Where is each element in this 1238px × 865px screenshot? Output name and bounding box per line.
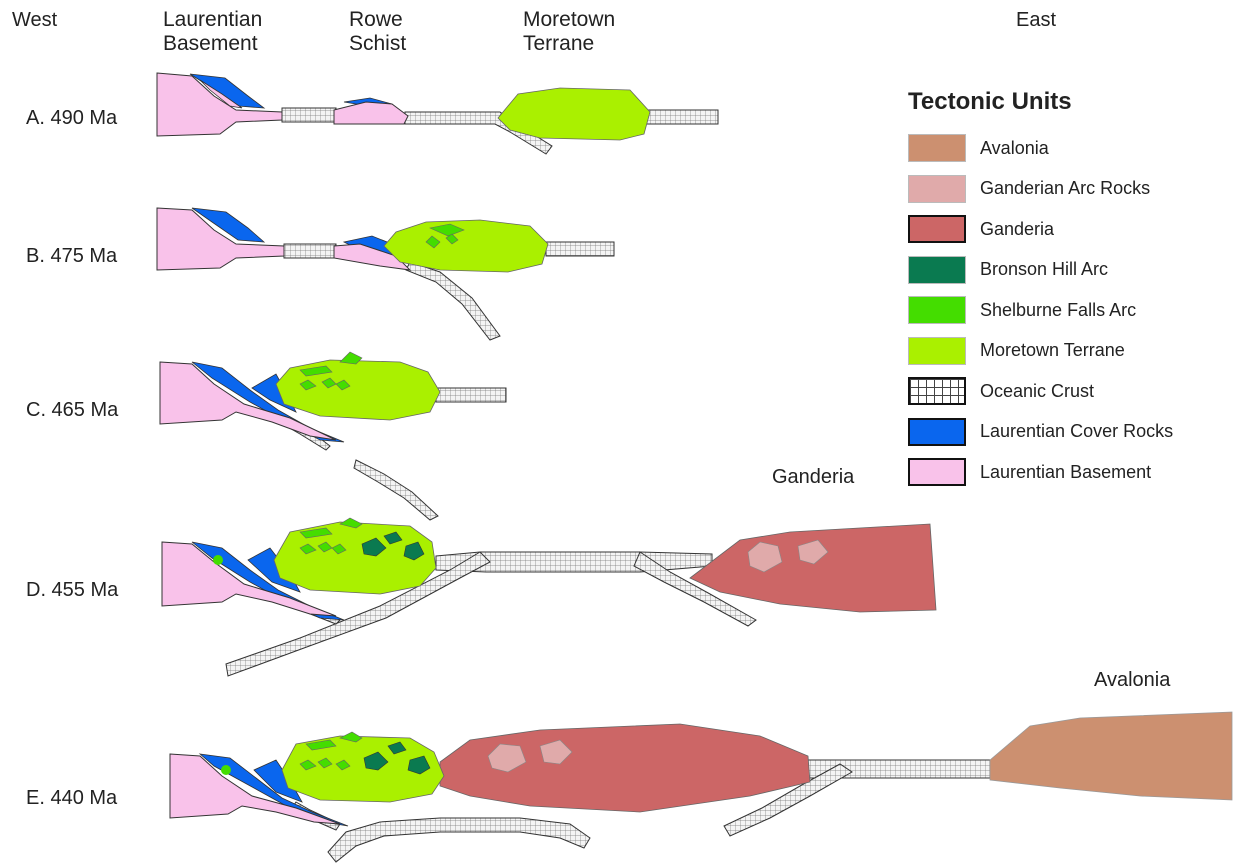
legend-label: Moretown Terrane <box>980 340 1125 361</box>
legend-swatch <box>908 175 966 203</box>
oceanic-crust-b2 <box>546 242 614 256</box>
oceanic-crust-a1 <box>282 108 336 122</box>
legend-swatch <box>908 458 966 486</box>
section-e <box>170 712 1232 862</box>
legend-label: Avalonia <box>980 138 1049 159</box>
section-a <box>157 73 718 154</box>
legend-item: Ganderian Arc Rocks <box>908 169 1173 210</box>
legend-label: Ganderia <box>980 219 1054 240</box>
legend-item: Avalonia <box>908 128 1173 169</box>
legend-swatch <box>908 256 966 284</box>
legend-label: Shelburne Falls Arc <box>980 300 1136 321</box>
legend-swatch <box>908 215 966 243</box>
legend-swatch <box>908 377 966 405</box>
legend-label: Ganderian Arc Rocks <box>980 178 1150 199</box>
legend-item: Shelburne Falls Arc <box>908 290 1173 331</box>
section-d <box>162 518 936 676</box>
laurentian-green-d <box>213 555 223 565</box>
legend-label: Oceanic Crust <box>980 381 1094 402</box>
moretown-terrane-c <box>276 360 440 420</box>
legend-item: Moretown Terrane <box>908 331 1173 372</box>
legend-item: Bronson Hill Arc <box>908 250 1173 291</box>
legend-label: Laurentian Basement <box>980 462 1151 483</box>
legend-title: Tectonic Units <box>908 88 1173 116</box>
legend-label: Bronson Hill Arc <box>980 259 1108 280</box>
legend-swatch <box>908 134 966 162</box>
oceanic-crust-a3 <box>646 110 718 124</box>
legend-item: Laurentian Cover Rocks <box>908 412 1173 453</box>
legend-item: Oceanic Crust <box>908 371 1173 412</box>
section-c <box>160 352 506 520</box>
oceanic-crust-e-slab-west <box>328 818 590 862</box>
legend-item: Laurentian Basement <box>908 452 1173 493</box>
rowe-schist-a <box>334 102 408 124</box>
oceanic-crust-b1 <box>284 244 336 258</box>
legend-item: Ganderia <box>908 209 1173 250</box>
legend-swatch <box>908 296 966 324</box>
laurentian-green-e <box>221 765 231 775</box>
oceanic-crust-c1 <box>436 388 506 402</box>
legend-label: Laurentian Cover Rocks <box>980 421 1173 442</box>
legend-swatch <box>908 337 966 365</box>
ganderia-d <box>690 524 936 612</box>
section-b <box>157 208 614 340</box>
oceanic-crust-b-slab <box>406 262 500 340</box>
legend-swatch <box>908 418 966 446</box>
moretown-terrane-a <box>498 88 650 140</box>
avalonia-e <box>990 712 1232 800</box>
oceanic-crust-c-slab <box>354 460 438 520</box>
